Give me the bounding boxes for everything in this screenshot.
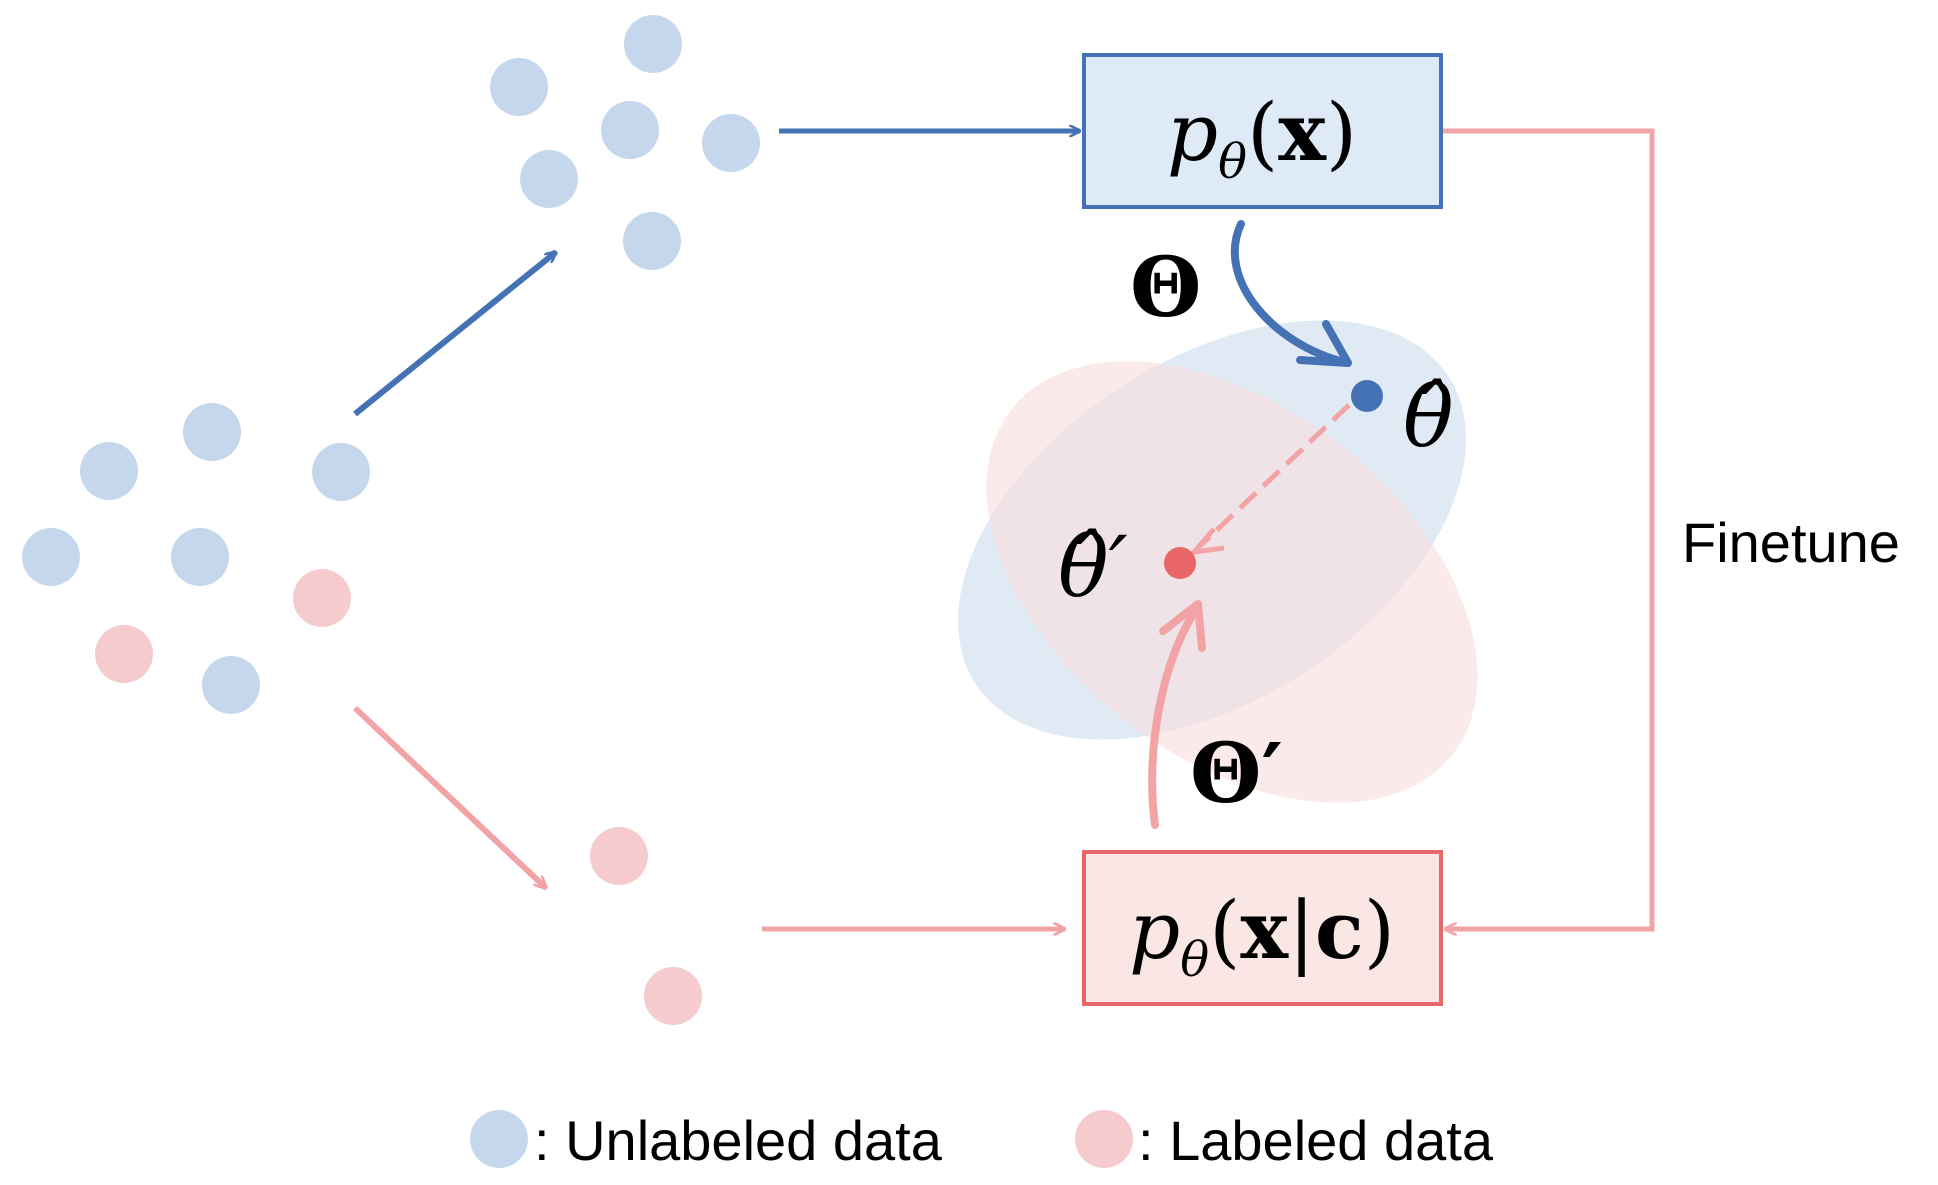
unlabeled-point [601, 101, 659, 159]
estimate-arrow-pretrain [1231, 220, 1348, 366]
p-symbol: p [1129, 884, 1180, 977]
parameter-space-red [986, 361, 1478, 803]
unlabeled-point [80, 442, 138, 500]
unlabeled-point [171, 528, 229, 586]
unlabeled-point [702, 114, 760, 172]
split-arrow-unlabeled [353, 252, 556, 417]
p-symbol: p [1167, 86, 1218, 179]
finetune-label: Finetune [1682, 511, 1900, 574]
open-paren: ( [1247, 86, 1278, 179]
unlabeled-point [623, 212, 681, 270]
model-label-conditional: pθ(x|c) [1129, 883, 1395, 988]
theta-hat-prime-point [1164, 547, 1196, 579]
model-box-conditional [1082, 850, 1443, 1006]
bar-symbol: | [1288, 884, 1315, 977]
close-paren: ) [1326, 86, 1357, 179]
legend: : Unlabeled data : Labeled data [470, 1109, 1494, 1172]
close-paren: ) [1364, 884, 1395, 977]
theta-hat-label: θ̂ [1403, 368, 1454, 466]
x-symbol: x [1278, 85, 1327, 179]
theta-hat-prime-label: θ̂′ [1058, 518, 1128, 616]
finetune-connector [1441, 128, 1655, 929]
model-label-unconditional: pθ(x) [1167, 85, 1357, 190]
unlabeled-point [490, 58, 548, 116]
unlabeled-point [202, 656, 260, 714]
theta-space-label: Θ [1130, 240, 1201, 336]
labeled-point [590, 827, 648, 885]
labeled-point [95, 625, 153, 683]
unlabeled-point [312, 443, 370, 501]
split-arrow-labeled [352, 705, 546, 888]
labeled-cluster [590, 827, 702, 1025]
data-pool [22, 403, 370, 714]
legend-unlabeled-swatch [470, 1110, 528, 1168]
theta-subscript: θ [1180, 932, 1209, 988]
theta-hat-point [1351, 380, 1383, 412]
unlabeled-point [183, 403, 241, 461]
legend-labeled-swatch [1075, 1110, 1133, 1168]
unlabeled-cluster [490, 15, 760, 270]
estimate-arrow-finetune-head [1159, 600, 1206, 652]
model-box-unconditional [1082, 53, 1443, 209]
c-symbol: c [1315, 883, 1364, 977]
labeled-point [293, 569, 351, 627]
open-paren: ( [1209, 884, 1240, 977]
legend-unlabeled-label: : Unlabeled data [534, 1109, 943, 1172]
parameter-shift-arrow [1198, 403, 1351, 548]
labeled-point [644, 967, 702, 1025]
x-symbol: x [1240, 883, 1289, 977]
unlabeled-point [22, 528, 80, 586]
unlabeled-point [624, 15, 682, 73]
legend-labeled-label: : Labeled data [1138, 1109, 1494, 1172]
estimate-arrow-pretrain-head [1296, 320, 1352, 367]
estimate-arrow-finetune [1148, 604, 1201, 829]
theta-subscript: θ [1218, 134, 1247, 190]
unlabeled-point [520, 150, 578, 208]
theta-prime-space-label: Θ′ [1190, 726, 1283, 822]
parameter-shift-arrow-head [1191, 527, 1225, 555]
